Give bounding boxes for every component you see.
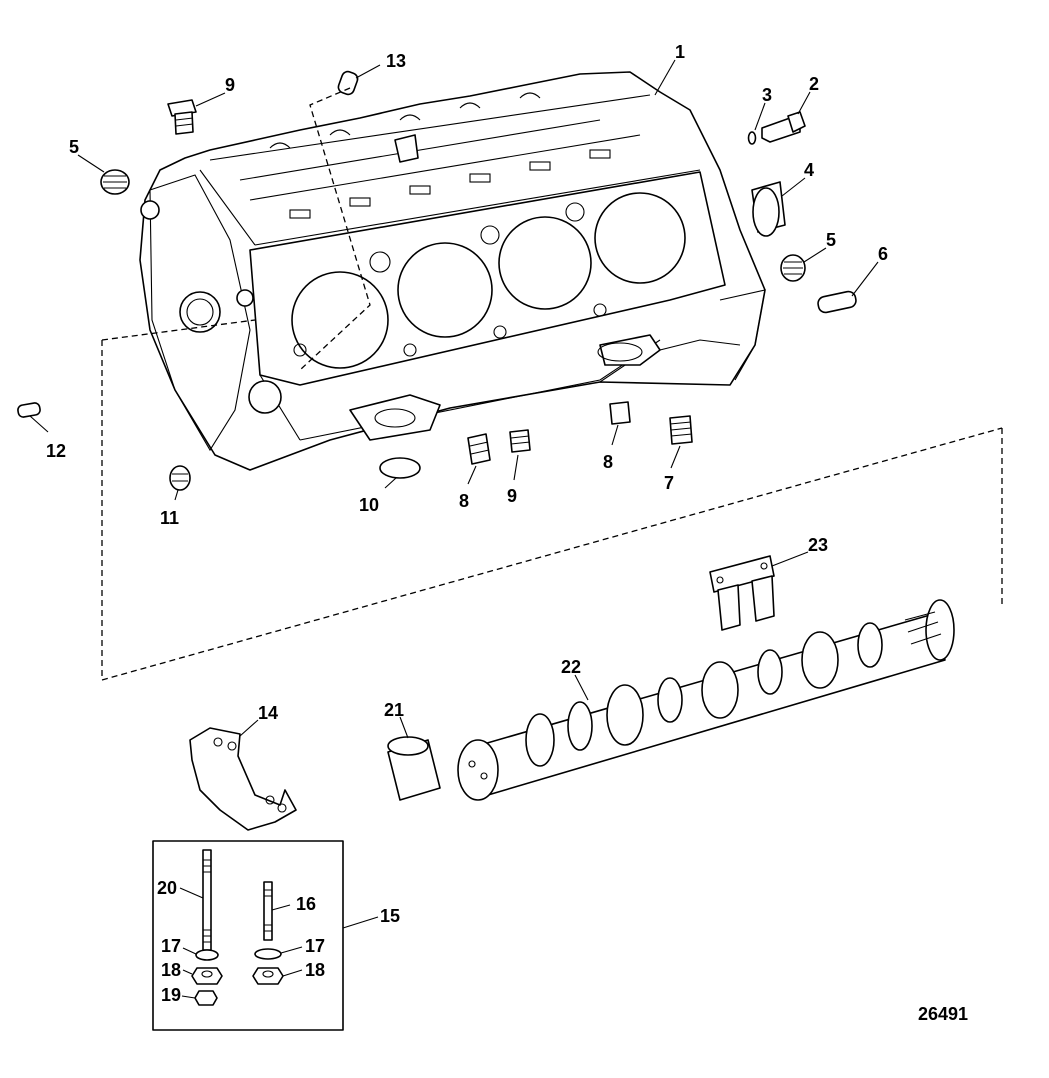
plug-part-5-right [780, 254, 806, 282]
plug-part-9-bottom [509, 429, 531, 453]
callout-16: 16 [296, 894, 316, 914]
main-bearing-cap-part-14 [189, 727, 297, 831]
callout-20: 20 [157, 878, 177, 898]
plug-part-9-top [167, 99, 197, 135]
plug-part-11 [169, 465, 191, 491]
callout-5-left: 5 [69, 137, 79, 157]
callout-1: 1 [675, 42, 685, 62]
washer-part-17-right [254, 948, 282, 960]
callout-9-bottom: 9 [507, 486, 517, 506]
callout-6: 6 [878, 244, 888, 264]
callout-7: 7 [664, 473, 674, 493]
camshaft-part-22 [457, 599, 955, 801]
dowel-pin-part-6 [817, 290, 857, 314]
assembly-lines [101, 87, 1003, 681]
callout-21: 21 [384, 700, 404, 720]
washer-part-17-left [195, 949, 219, 961]
callout-18-right: 18 [305, 960, 325, 980]
stud-kit-box-part-15 [152, 840, 344, 1031]
callout-22: 22 [561, 657, 581, 677]
nut-part-18-left [191, 967, 223, 985]
callout-19: 19 [161, 985, 181, 1005]
pin-part-13 [337, 70, 359, 96]
nut-part-19 [194, 990, 218, 1006]
nut-part-18-right [252, 967, 284, 985]
callout-11: 11 [160, 508, 179, 528]
callout-12: 12 [46, 441, 66, 461]
callout-17-left: 17 [161, 936, 181, 956]
callout-5-right: 5 [826, 230, 836, 250]
callout-4: 4 [804, 160, 814, 180]
callout-15: 15 [380, 906, 400, 926]
plug-part-5-left [100, 169, 130, 195]
cap-part-10 [379, 457, 421, 479]
short-stud-part-16 [263, 881, 273, 941]
cam-bearing-part-4 [751, 181, 786, 237]
pin-part-12 [17, 402, 41, 418]
o-ring-part-3 [747, 131, 757, 145]
callout-14: 14 [258, 703, 278, 723]
lifter-guide-part-23 [709, 555, 775, 631]
callout-2: 2 [809, 74, 819, 94]
cam-bearing-part-21 [387, 736, 441, 801]
engine-block [139, 71, 766, 471]
callout-3: 3 [762, 85, 772, 105]
callout-13: 13 [386, 51, 406, 71]
callout-23: 23 [808, 535, 828, 555]
plug-part-8-right [609, 401, 631, 425]
long-stud-part-20 [202, 849, 212, 951]
plug-part-8-left [467, 433, 491, 465]
figure-number: 26491 [918, 1004, 968, 1024]
leader-lines [29, 59, 879, 999]
callout-18-left: 18 [161, 960, 181, 980]
callout-10: 10 [359, 495, 379, 515]
callout-8-left: 8 [459, 491, 469, 511]
drain-plug-part-7 [669, 415, 693, 445]
callout-labels: 1 2 3 4 5 5 6 7 8 8 9 9 10 11 12 13 14 1… [46, 42, 888, 1005]
callout-8-right: 8 [603, 452, 613, 472]
fitting-part-2 [761, 111, 806, 143]
callout-9-top: 9 [225, 75, 235, 95]
callout-17-right: 17 [305, 936, 325, 956]
